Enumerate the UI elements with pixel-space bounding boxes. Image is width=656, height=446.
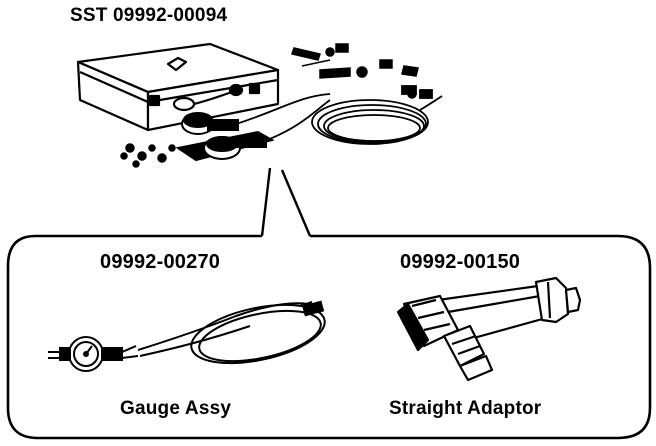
straight-adaptor-icon [396,276,582,382]
callout-box [6,234,652,440]
kit-part-number-label: SST 09992-00094 [70,5,228,26]
kit-gauges-icon [175,112,275,162]
kit-fittings-icon [120,43,419,168]
callout-pointer [260,167,312,237]
kit-hose-icon [235,85,443,145]
pressure-gauge-icon [48,300,326,372]
adaptor-name-label: Straight Adaptor [389,398,542,419]
tool-case-icon [76,42,280,132]
gauge-part-number-label: 09992-00270 [100,251,221,273]
gauge-name-label: Gauge Assy [120,398,232,419]
adaptor-part-number-label: 09992-00150 [400,251,521,273]
